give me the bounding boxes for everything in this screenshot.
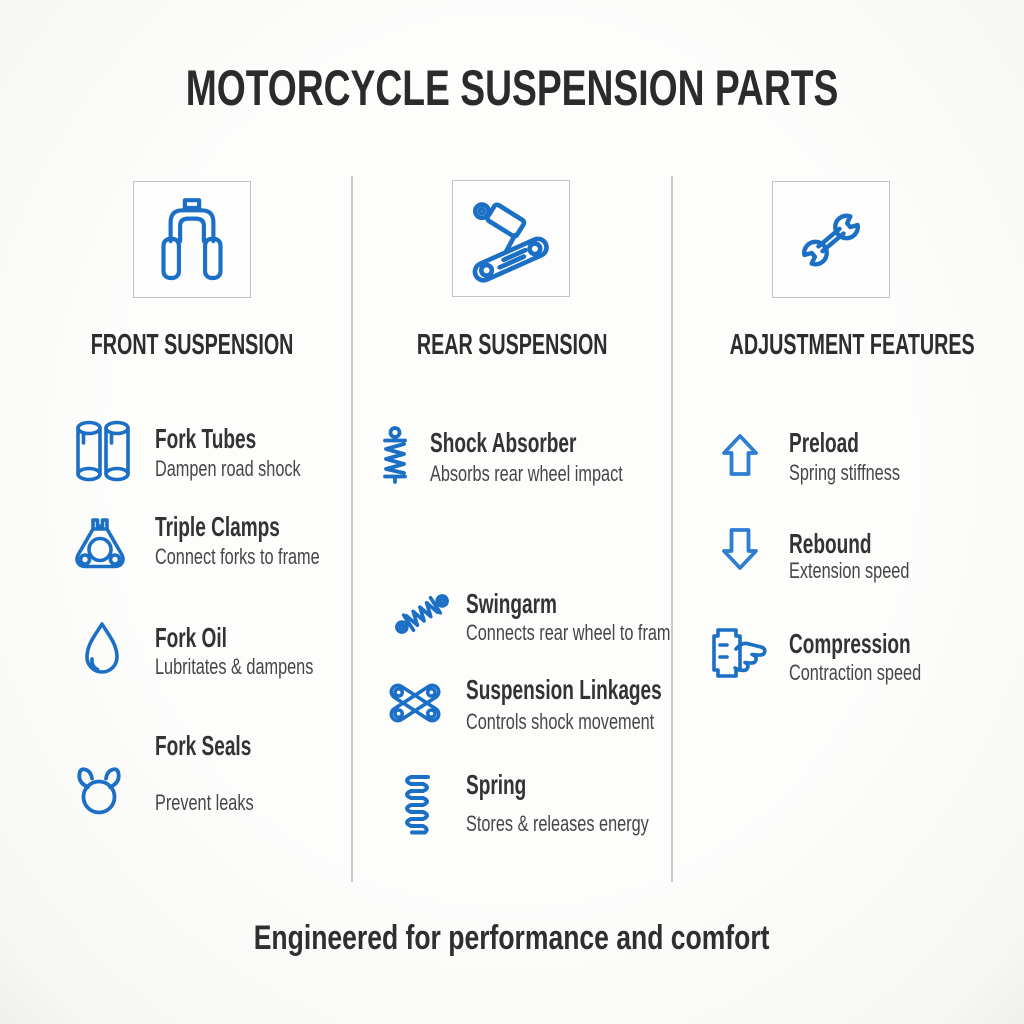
item-title-compression: Compression xyxy=(789,628,968,659)
item-desc-rebound: Extension speed xyxy=(789,559,952,582)
wrench-icon xyxy=(802,213,860,266)
item-desc-preload: Spring stiffness xyxy=(789,461,939,484)
item-title-text: Swingarm xyxy=(466,588,557,619)
front-suspension-icon-box xyxy=(133,181,251,298)
shock-absorber-icon xyxy=(380,421,410,491)
item-desc-fork-tubes: Dampen road shock xyxy=(155,457,352,480)
item-desc-compression: Contraction speed xyxy=(789,661,968,684)
item-desc-text: Spring stiffness xyxy=(789,460,901,485)
item-desc-text: Absorbs rear wheel impact xyxy=(430,461,623,486)
rear-suspension-icon-box xyxy=(452,180,570,297)
coil-spring-icon xyxy=(398,772,434,838)
item-title-text: Preload xyxy=(789,427,859,458)
column-divider-left xyxy=(351,176,353,882)
item-title-triple-clamps: Triple Clamps xyxy=(155,511,339,542)
column-header-text: REAR SUSPENSION xyxy=(416,329,608,361)
item-title-text: Shock Absorber xyxy=(430,427,577,458)
item-desc-text: Controls shock movement xyxy=(466,709,655,734)
column-header-adjustment-features: ADJUSTMENT FEATURES xyxy=(672,329,992,361)
suspension-linkages-icon xyxy=(385,673,445,733)
item-title-text: Fork Oil xyxy=(155,622,227,653)
adjustment-icon-box xyxy=(772,181,890,298)
item-desc-suspension-linkages: Controls shock movement xyxy=(466,710,720,733)
item-desc-spring: Stores & releases energy xyxy=(466,812,713,835)
item-desc-fork-oil: Lubritates & dampens xyxy=(155,655,369,678)
fork-seal-icon xyxy=(71,763,127,819)
item-title-swingarm: Swingarm xyxy=(466,588,600,619)
shock-swingarm-icon xyxy=(472,201,549,283)
column-divider-right xyxy=(671,176,673,882)
item-title-fork-oil: Fork Oil xyxy=(155,622,261,653)
item-desc-swingarm: Connects rear wheel to fram xyxy=(466,621,672,644)
item-desc-shock-absorber: Absorbs rear wheel impact xyxy=(430,462,690,485)
swingarm-shock-icon xyxy=(391,585,453,643)
item-title-suspension-linkages: Suspension Linkages xyxy=(466,674,754,705)
item-desc-text: Connect forks to frame xyxy=(155,544,320,569)
item-desc-text: Dampen road shock xyxy=(155,456,301,481)
item-title-text: Triple Clamps xyxy=(155,511,280,542)
item-title-shock-absorber: Shock Absorber xyxy=(430,427,645,458)
fork-tubes-icon xyxy=(74,419,132,483)
item-title-text: Compression xyxy=(789,628,911,659)
footer-tagline: Engineered for performance and comfort xyxy=(0,919,1024,957)
item-title-rebound: Rebound xyxy=(789,528,910,559)
item-desc-text: Lubritates & dampens xyxy=(155,654,314,679)
item-title-fork-seals: Fork Seals xyxy=(155,730,297,761)
item-desc-triple-clamps: Connect forks to frame xyxy=(155,545,378,568)
item-desc-text: Contraction speed xyxy=(789,660,922,685)
column-header-rear-suspension: REAR SUSPENSION xyxy=(352,329,672,361)
item-title-spring: Spring xyxy=(466,769,555,800)
front-fork-icon xyxy=(161,197,223,280)
fork-oil-drop-icon xyxy=(84,620,120,678)
item-desc-text: Prevent leaks xyxy=(155,790,254,815)
item-desc-text: Connects rear wheel to fram xyxy=(466,621,671,645)
page-title-text: MOTORCYCLE SUSPENSION PARTS xyxy=(185,60,839,116)
item-title-fork-tubes: Fork Tubes xyxy=(155,423,304,454)
compression-hand-icon xyxy=(709,626,769,684)
column-header-front-suspension: FRONT SUSPENSION xyxy=(32,329,352,361)
item-title-preload: Preload xyxy=(789,427,892,458)
item-desc-text: Stores & releases energy xyxy=(466,811,649,836)
item-title-text: Spring xyxy=(466,769,527,800)
page-title: MOTORCYCLE SUSPENSION PARTS xyxy=(0,62,1024,115)
column-header-text: FRONT SUSPENSION xyxy=(90,329,294,361)
triple-clamp-icon xyxy=(68,514,132,572)
footer-tagline-text: Engineered for performance and comfort xyxy=(254,919,770,957)
item-desc-text: Extension speed xyxy=(789,558,910,583)
item-title-text: Suspension Linkages xyxy=(466,674,662,705)
arrow-down-icon xyxy=(721,526,759,572)
item-title-text: Fork Tubes xyxy=(155,423,257,454)
item-title-text: Fork Seals xyxy=(155,730,252,761)
arrow-up-icon xyxy=(721,432,759,478)
item-desc-fork-seals: Prevent leaks xyxy=(155,791,288,814)
column-header-text: ADJUSTMENT FEATURES xyxy=(729,329,975,361)
item-title-text: Rebound xyxy=(789,528,872,559)
